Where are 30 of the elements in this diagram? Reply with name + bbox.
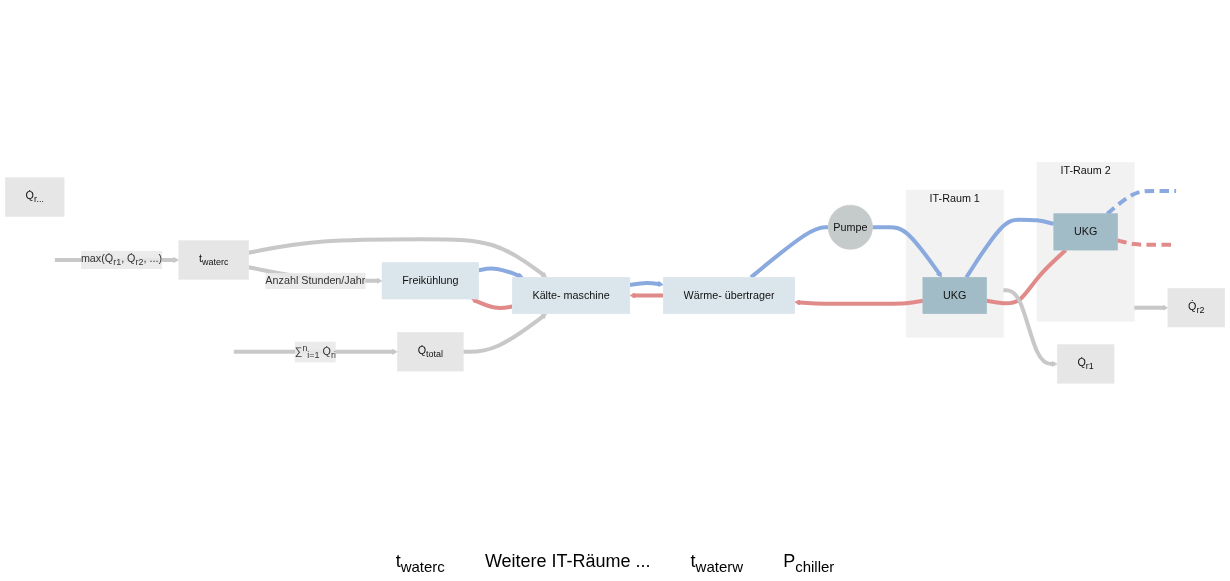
node-box: Q̇$_{r2}$: [1167, 288, 1225, 328]
node-box: Kälte- maschine: [511, 277, 631, 314]
node-box: Q̇$_{total}$: [397, 332, 464, 372]
node-box: UKG: [922, 277, 987, 314]
edge-label: Anzahl Stunden/Jahr: [265, 274, 366, 287]
node-box: Freikühlung: [381, 262, 479, 300]
arrow: [478, 266, 524, 279]
note-label: Weitere IT-Räume ...: [484, 551, 651, 574]
arrow: [463, 313, 547, 354]
arrow: [248, 237, 547, 278]
node-box: Q̇$_{r...}$: [5, 177, 65, 217]
edge-label: ∑$^{n}$$_{i=1}$ Q̇$_{ri}$: [294, 342, 336, 361]
note-label: t$_{waterw}$: [690, 551, 744, 575]
node-circle: Pumpe: [827, 204, 873, 250]
note-label: P$_{chiller}$: [783, 551, 835, 575]
arrow: [1134, 304, 1169, 311]
arrow: [629, 280, 664, 288]
node-box: Q̇$_{r1}$: [1056, 344, 1115, 384]
arrow: [629, 292, 664, 299]
node-box: Wärme- übertrager: [663, 277, 795, 314]
arrow: [872, 225, 943, 278]
arrow: [1003, 288, 1058, 367]
node-box: UKG: [1053, 213, 1118, 251]
node-box: t$_{waterc}$: [178, 240, 249, 280]
note-label: t$_{waterc}$: [395, 551, 445, 575]
arrow: [794, 298, 924, 306]
connector: [749, 225, 829, 279]
arrow: [471, 298, 513, 310]
edge-label: max(Q̇$_{r1}$, Q̇$_{r2}$, ...): [80, 252, 162, 268]
connector: [964, 217, 1055, 279]
